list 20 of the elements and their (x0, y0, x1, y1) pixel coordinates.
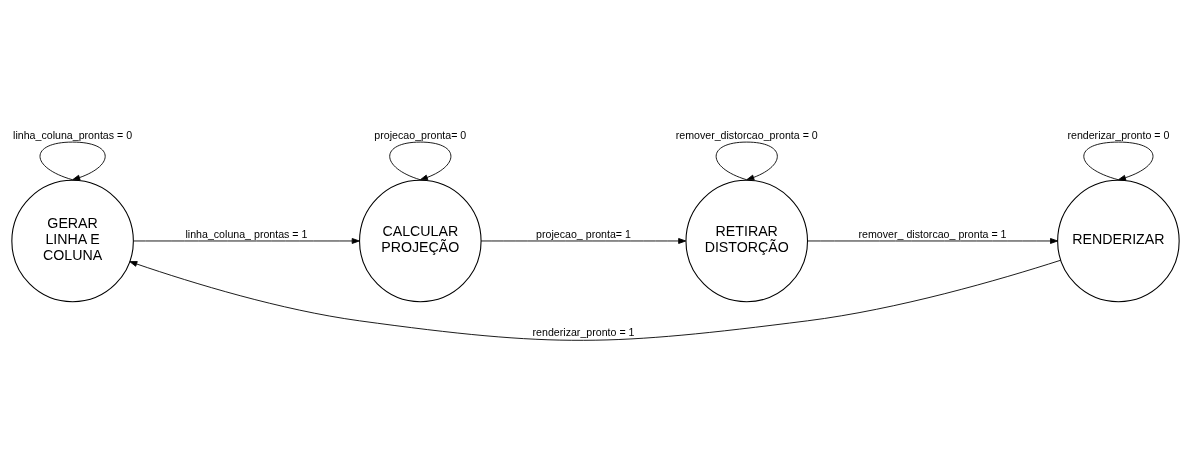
edge-label: renderizar_pronto = 0 (1067, 128, 1170, 141)
node-circle: RENDERIZAR (1057, 179, 1180, 302)
edge-label: linha_coluna_prontas = 0 (13, 128, 133, 141)
arrow (133, 237, 360, 244)
edge-label: remover_ distorcao_ pronta = 1 (858, 227, 1007, 240)
arrow (807, 237, 1059, 244)
edge-label: renderizar_pronto = 1 (532, 325, 635, 338)
node-circle: GERAR LINHA E COLUNA (11, 179, 134, 302)
edge-label: projecao_pronta= 0 (374, 128, 467, 141)
arrow (480, 237, 687, 244)
edge-label: linha_coluna_ prontas = 1 (185, 227, 308, 240)
node-circle: RETIRAR DISTORÇÃO (685, 179, 809, 302)
arrow (1083, 141, 1154, 181)
arrow (39, 141, 106, 180)
arrow (129, 259, 1062, 341)
node-circle: CALCULAR PROJEÇÃO (359, 179, 482, 302)
edge-label: projecao_ pronta= 1 (536, 227, 631, 240)
arrow (389, 141, 452, 180)
edge-label: remover_distorcao_pronta = 0 (675, 128, 818, 141)
arrow (715, 141, 778, 180)
